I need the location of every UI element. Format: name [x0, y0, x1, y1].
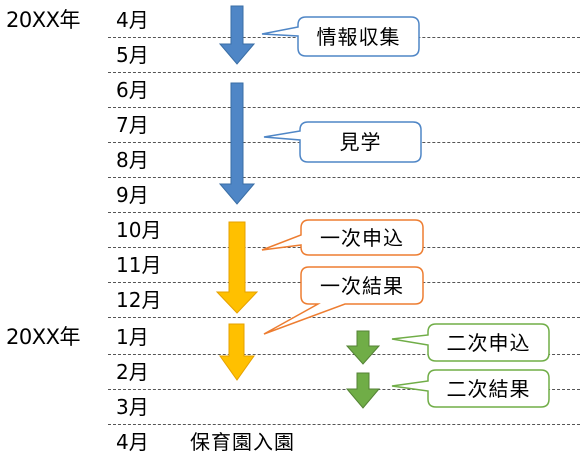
callout-second-apply-text: 二次申込 [446, 331, 531, 355]
arrow-second-result [345, 372, 381, 409]
month-feb: 2月 [116, 360, 149, 384]
callout-first-apply-text: 一次申込 [320, 226, 404, 250]
callout-second-apply-shape [391, 323, 550, 362]
arrow-first-apply [215, 221, 259, 314]
month-dec: 12月 [116, 288, 162, 312]
row-divider [108, 389, 580, 390]
callout-info-text: 情報収集 [316, 25, 401, 49]
row-divider [108, 354, 580, 355]
month-jan: 1月 [116, 325, 149, 349]
month-jun: 6月 [116, 78, 149, 102]
row-divider [108, 107, 580, 108]
callout-info-shape [261, 16, 420, 57]
row-divider [108, 317, 580, 318]
month-jul: 7月 [116, 113, 149, 137]
final-event-label: 保育園入園 [190, 430, 295, 454]
arrow-second-apply [345, 330, 381, 365]
row-divider [108, 212, 580, 213]
row-divider [108, 177, 580, 178]
callout-first-apply-shape [261, 219, 424, 256]
month-apr-next: 4月 [116, 430, 149, 454]
callout-first-result-text: 一次結果 [320, 274, 404, 298]
year-label-1: 20XX年 [6, 8, 81, 32]
month-mar: 3月 [116, 395, 149, 419]
arrow-first-result [219, 323, 255, 381]
arrow-visit [218, 82, 256, 205]
month-aug: 8月 [116, 148, 149, 172]
month-apr: 4月 [116, 8, 149, 32]
arrow-info-gathering [218, 5, 256, 65]
callout-second-result-text: 二次結果 [446, 377, 531, 401]
callout-second-result-shape [391, 369, 550, 408]
month-oct: 10月 [116, 218, 162, 242]
row-divider [108, 72, 580, 73]
month-may: 5月 [116, 43, 149, 67]
month-sep: 9月 [116, 183, 149, 207]
callout-visit-shape [263, 121, 422, 163]
callout-first-result-shape [263, 266, 424, 335]
month-nov: 11月 [116, 253, 162, 277]
row-divider [108, 424, 580, 425]
year-label-2: 20XX年 [6, 325, 81, 349]
callout-visit-text: 見学 [339, 130, 382, 154]
